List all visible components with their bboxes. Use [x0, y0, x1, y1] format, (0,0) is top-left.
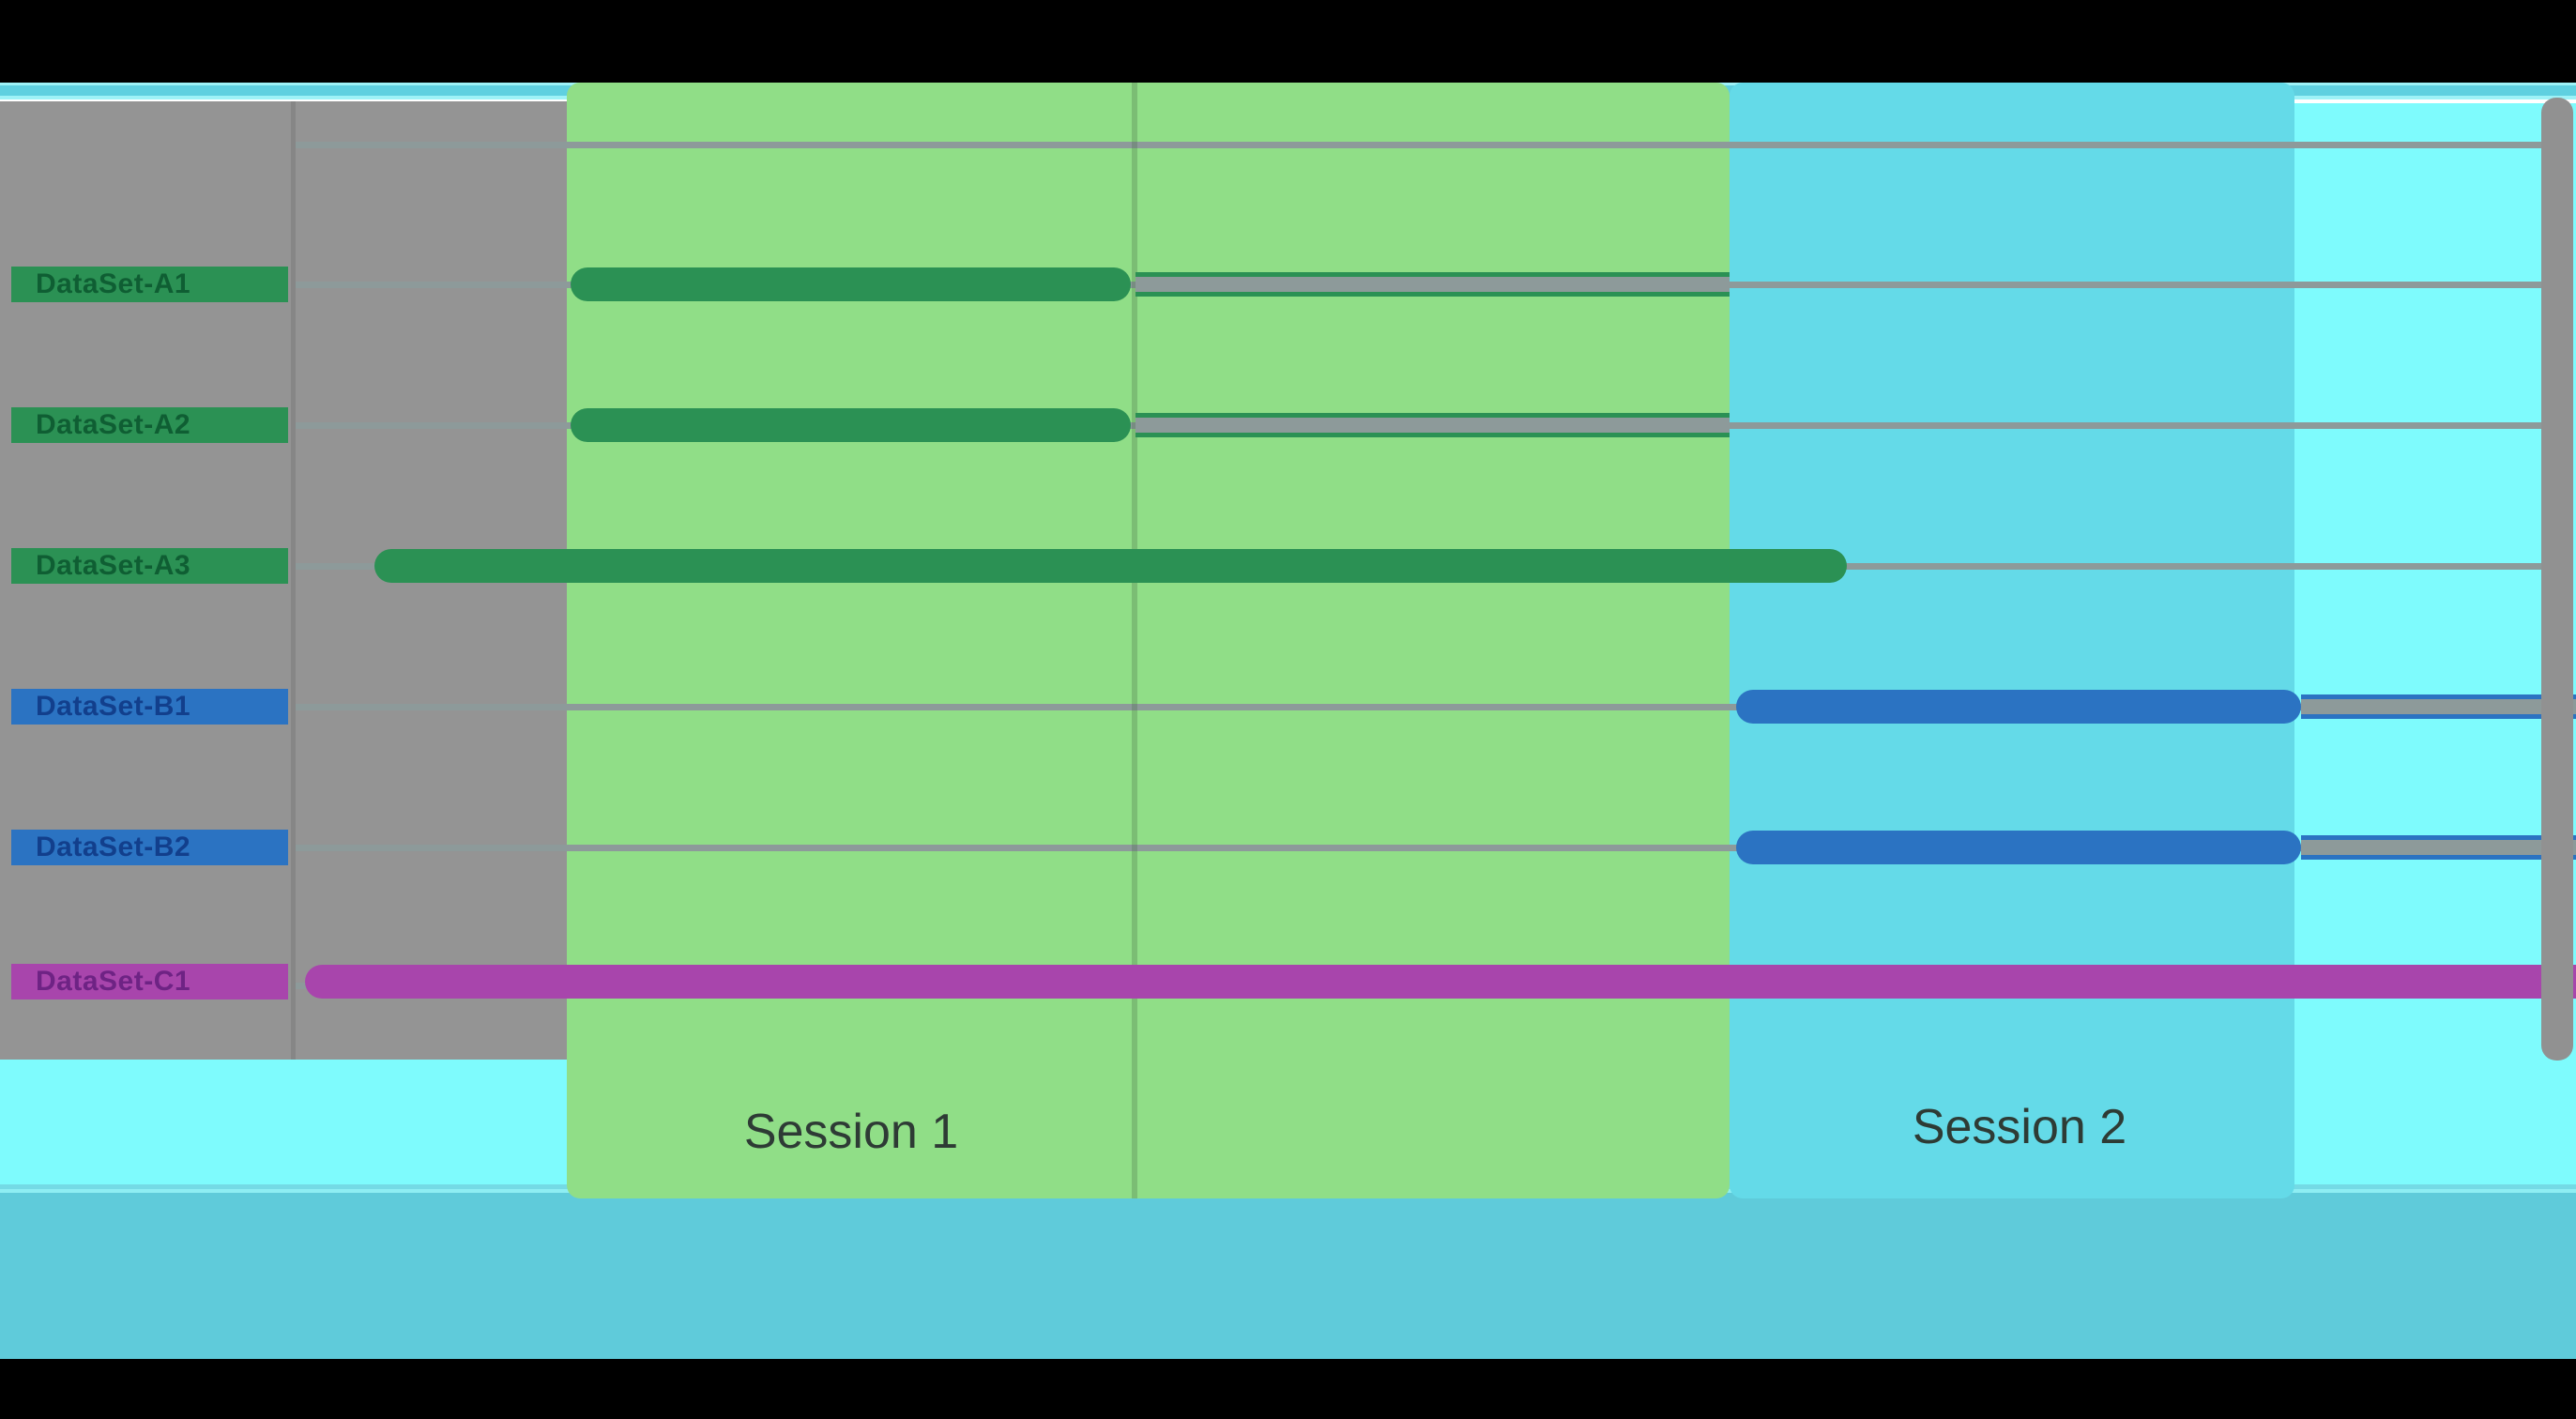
row-label-dataset-b2: DataSet-B2 — [11, 830, 288, 865]
top-letterbox-bar — [0, 0, 2576, 83]
row-gridline — [293, 142, 2541, 148]
bar-continuation-track — [1136, 413, 1730, 437]
row-label-dataset-a1: DataSet-A1 — [11, 267, 288, 302]
gantt-bar-dataset-a3 — [374, 549, 1847, 583]
row-label-dataset-a2: DataSet-A2 — [11, 407, 288, 443]
bar-continuation-track — [1136, 272, 1730, 297]
row-label-dataset-b1: DataSet-B1 — [11, 689, 288, 725]
gantt-bar-dataset-b1 — [1736, 690, 2301, 724]
gantt-bar-dataset-a1 — [571, 267, 1131, 301]
gantt-bar-dataset-c1 — [305, 965, 2576, 999]
session1-label: Session 1 — [743, 1105, 959, 1159]
footer-band — [0, 1184, 2576, 1359]
vertical-scrollbar[interactable] — [2541, 98, 2573, 1060]
row-label-dataset-c1: DataSet-C1 — [11, 964, 288, 999]
row-gridline — [293, 704, 2541, 710]
session2-panel — [1730, 83, 2294, 1198]
column-gridline-left — [291, 101, 296, 1060]
bar-continuation-track — [2301, 694, 2576, 719]
gantt-bar-dataset-a2 — [571, 408, 1131, 442]
bottom-letterbox-bar — [0, 1359, 2576, 1419]
session1-panel — [567, 83, 1730, 1198]
row-gridline — [293, 845, 2541, 851]
column-gridline-mid — [1132, 83, 1137, 1198]
gantt-bar-dataset-b2 — [1736, 831, 2301, 864]
row-label-dataset-a3: DataSet-A3 — [11, 548, 288, 584]
session2-label: Session 2 — [1912, 1100, 2127, 1154]
bar-continuation-track — [2301, 835, 2576, 860]
